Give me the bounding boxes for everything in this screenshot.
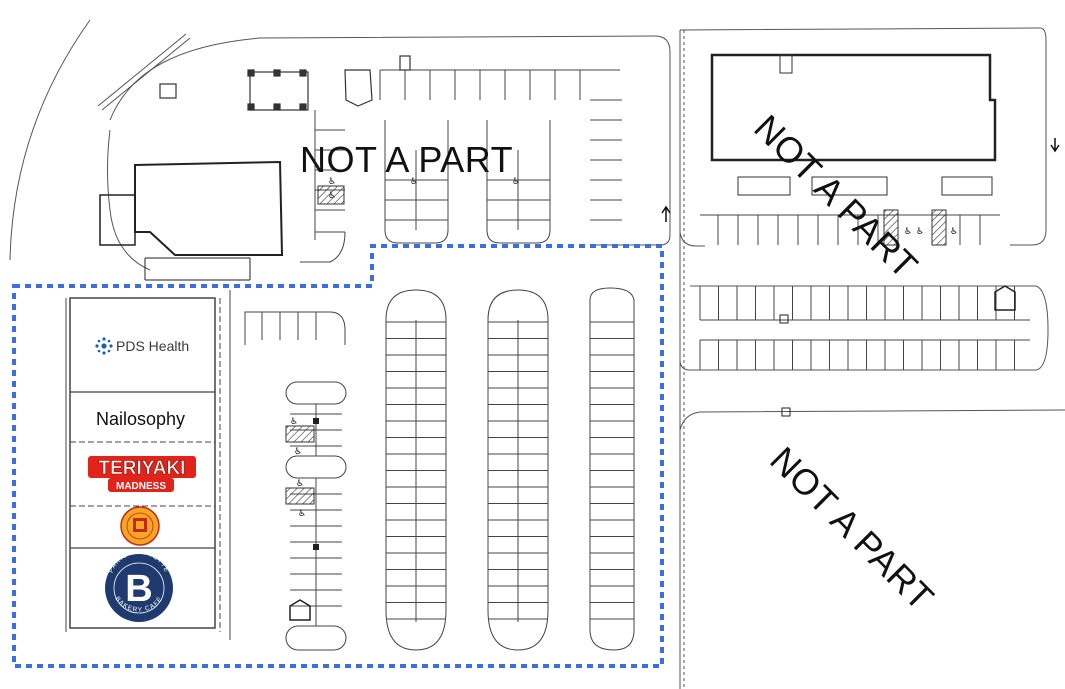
northeast-building: [710, 53, 997, 162]
northeast-stalls: [700, 214, 1000, 245]
not-a-part-label-right-top: NOT A PART: [746, 107, 926, 287]
svg-text:♿: ♿: [512, 177, 520, 187]
paris-baguette-logo: [105, 554, 173, 622]
trash-enclosure-icon: [289, 599, 311, 621]
hatched-access-aisle: [285, 487, 315, 505]
hatched-access-aisle: [883, 209, 899, 246]
subject-stall-lines: [290, 321, 634, 620]
not-a-part-label-top: NOT A PART: [300, 139, 513, 180]
svg-text:♿: ♿: [290, 417, 298, 427]
hatched-access-aisle: [285, 425, 315, 443]
tenant-pds-health: PDS Health: [95, 337, 189, 355]
middle-right-stalls: [700, 319, 1030, 341]
not-a-part-label-right-bottom: NOT A PART: [762, 439, 942, 619]
trash-enclosure-icon: [994, 285, 1016, 311]
roads: [9, 19, 1065, 689]
down-arrow-icon: [1050, 138, 1060, 153]
teriyaki-line1: TERIYAKI: [99, 458, 186, 479]
svg-text:♿: ♿: [410, 177, 418, 187]
tenant-nailosophy: Nailosophy: [96, 409, 185, 429]
pds-health-logo-icon: [95, 337, 113, 355]
hatched-access-aisle: [317, 185, 345, 205]
subject-property-boundary: [12, 244, 664, 668]
subject-parking-lot: [244, 287, 635, 651]
light-pole-icon: [779, 314, 789, 324]
northeast-details: [737, 54, 993, 196]
svg-text:♿: ♿: [298, 509, 306, 519]
top-parking-lot: [300, 69, 622, 263]
middle-right-stall-ticks: [699, 286, 1015, 370]
svg-text:♿: ♿: [294, 447, 302, 457]
top-structures: [159, 55, 411, 111]
light-pole-icon: [313, 544, 319, 550]
accessible-parking-icon: ♿ ♿ ♿ ♿ ♿ ♿ ♿ ♿ ♿ ♿ ♿: [290, 177, 958, 519]
hatched-access-aisle: [931, 209, 947, 246]
teriyaki-line2: MADNESS: [116, 481, 166, 492]
svg-text:♿: ♿: [328, 191, 336, 201]
svg-text:♿: ♿: [904, 227, 912, 237]
tenant-name: PDS Health: [116, 338, 189, 354]
up-arrow-icon: [661, 205, 671, 222]
svg-text:♿: ♿: [916, 227, 924, 237]
tenant-paris-baguette: B PARIS BAGUETTE BAKERY CAFÉ: [105, 549, 173, 622]
northwest-building: [99, 160, 284, 281]
light-pole-icon: [313, 418, 319, 424]
svg-text:♿: ♿: [296, 479, 304, 489]
svg-text:♿: ♿: [950, 227, 958, 237]
svg-text:♿: ♿: [328, 177, 336, 187]
tenant-halal-guys: [120, 506, 160, 546]
paris-baguette-letter: B: [125, 568, 152, 610]
subject-building: [65, 290, 231, 640]
light-pole-icon: [781, 407, 791, 417]
tenant-teriyaki-madness: TERIYAKI MADNESS: [88, 456, 196, 492]
